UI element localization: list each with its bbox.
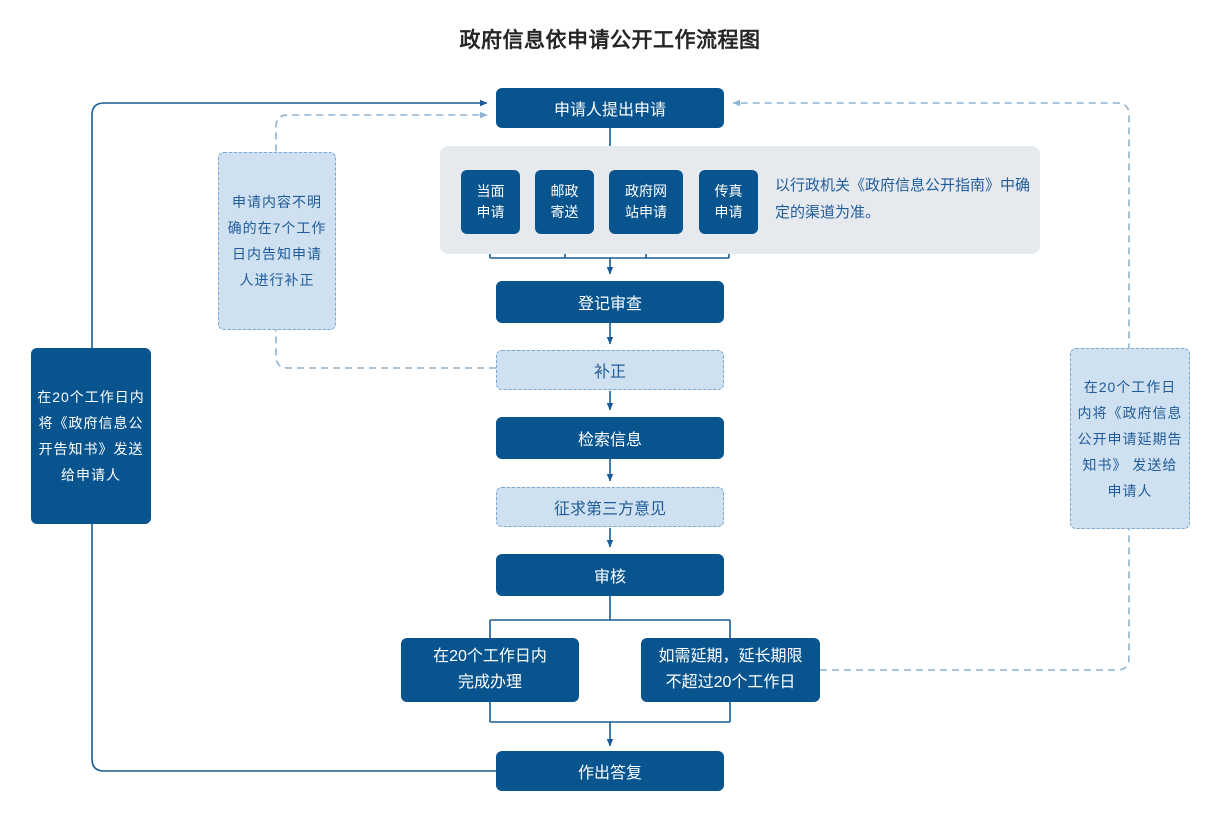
note-supplement-label: 申请内容不明确的在7个工作日内告知申请人进行补正 [227, 194, 327, 288]
node-retrieve[interactable]: 检索信息 [496, 417, 724, 459]
node-channel-in-person-label: 当面 申请 [476, 183, 505, 220]
note-supplement[interactable]: 申请内容不明确的在7个工作日内告知申请人进行补正 [218, 152, 336, 330]
node-register[interactable]: 登记审查 [496, 281, 724, 323]
node-channel-post-label: 邮政 寄送 [550, 183, 579, 220]
note-left-notification-label: 在20个工作日内将《政府信息公开告知书》发送给申请人 [37, 389, 145, 483]
node-third-party-label: 征求第三方意见 [553, 501, 666, 518]
node-channel-in-person[interactable]: 当面 申请 [461, 170, 520, 234]
node-complete-20-days[interactable]: 在20个工作日内 完成办理 [401, 638, 579, 702]
node-apply-label: 申请人提出申请 [553, 102, 666, 119]
note-left-notification[interactable]: 在20个工作日内将《政府信息公开告知书》发送给申请人 [31, 348, 151, 524]
node-supplement-label: 补正 [593, 364, 626, 381]
node-extension[interactable]: 如需延期，延长期限 不超过20个工作日 [641, 638, 820, 702]
node-review-label: 审核 [593, 569, 626, 586]
node-reply[interactable]: 作出答复 [496, 751, 724, 791]
node-supplement[interactable]: 补正 [496, 350, 724, 390]
node-register-label: 登记审查 [577, 296, 642, 313]
node-third-party[interactable]: 征求第三方意见 [496, 487, 724, 527]
note-right-extension-label: 在20个工作日内将《政府信息公开申请延期告知书》 发送给申请人 [1077, 378, 1183, 499]
node-apply[interactable]: 申请人提出申请 [496, 88, 724, 128]
node-extension-label: 如需延期，延长期限 不超过20个工作日 [658, 648, 803, 691]
note-right-extension[interactable]: 在20个工作日内将《政府信息公开申请延期告知书》 发送给申请人 [1070, 348, 1190, 529]
node-channel-fax[interactable]: 传真 申请 [699, 170, 758, 234]
node-channel-fax-label: 传真 申请 [714, 183, 743, 220]
channel-panel-note: 以行政机关《政府信息公开指南》中确定的渠道为准。 [775, 177, 1031, 221]
node-complete-20-days-label: 在20个工作日内 完成办理 [433, 648, 547, 691]
node-channel-website-label: 政府网 站申请 [625, 183, 667, 220]
node-channel-post[interactable]: 邮政 寄送 [535, 170, 594, 234]
node-channel-website[interactable]: 政府网 站申请 [609, 170, 683, 234]
node-retrieve-label: 检索信息 [577, 432, 642, 449]
node-review[interactable]: 审核 [496, 554, 724, 596]
node-reply-label: 作出答复 [577, 765, 642, 782]
page-title: 政府信息依申请公开工作流程图 [459, 29, 761, 52]
